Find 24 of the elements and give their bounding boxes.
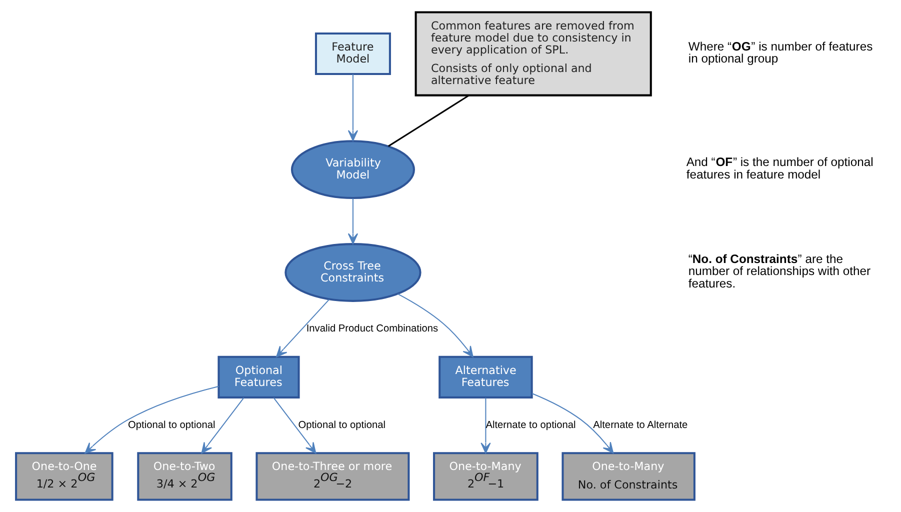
arrow: [398, 294, 474, 358]
node-box: Alternative Features: [438, 356, 533, 398]
edge-label: Optional to optional: [298, 420, 386, 431]
arrow: [348, 74, 358, 142]
edge-label: Invalid Product Combinations: [306, 324, 438, 335]
arrow: [276, 299, 330, 358]
label: And “OF” is the number of optional features in feature model: [686, 155, 874, 182]
node-box: One-to-Many No. of Constraints: [562, 452, 696, 501]
edge-label: Optional to optional: [128, 420, 216, 431]
label: Where “OG” is number of features in optional group: [688, 39, 873, 66]
node-ellipse: Variability Model: [290, 140, 415, 200]
arrow: [532, 393, 614, 454]
arrow: [480, 398, 491, 454]
edge-label: Alternate to Alternate: [593, 420, 688, 431]
node-ellipse: Cross Tree Constraints: [284, 243, 422, 302]
arrow: [84, 386, 219, 454]
arrow: [273, 398, 316, 454]
node-box: Common features are removed from feature model due to consistency in every application of SPL. Consists of only optional and alternative feature: [414, 11, 652, 96]
node-box: Feature Model: [314, 32, 391, 76]
label: “No. of Constraints” are the number of relationships with other features.: [688, 252, 871, 290]
node-box: Optional Features: [218, 356, 300, 398]
arrow: [348, 198, 358, 244]
connector: [388, 94, 470, 147]
arrow: [201, 398, 244, 454]
